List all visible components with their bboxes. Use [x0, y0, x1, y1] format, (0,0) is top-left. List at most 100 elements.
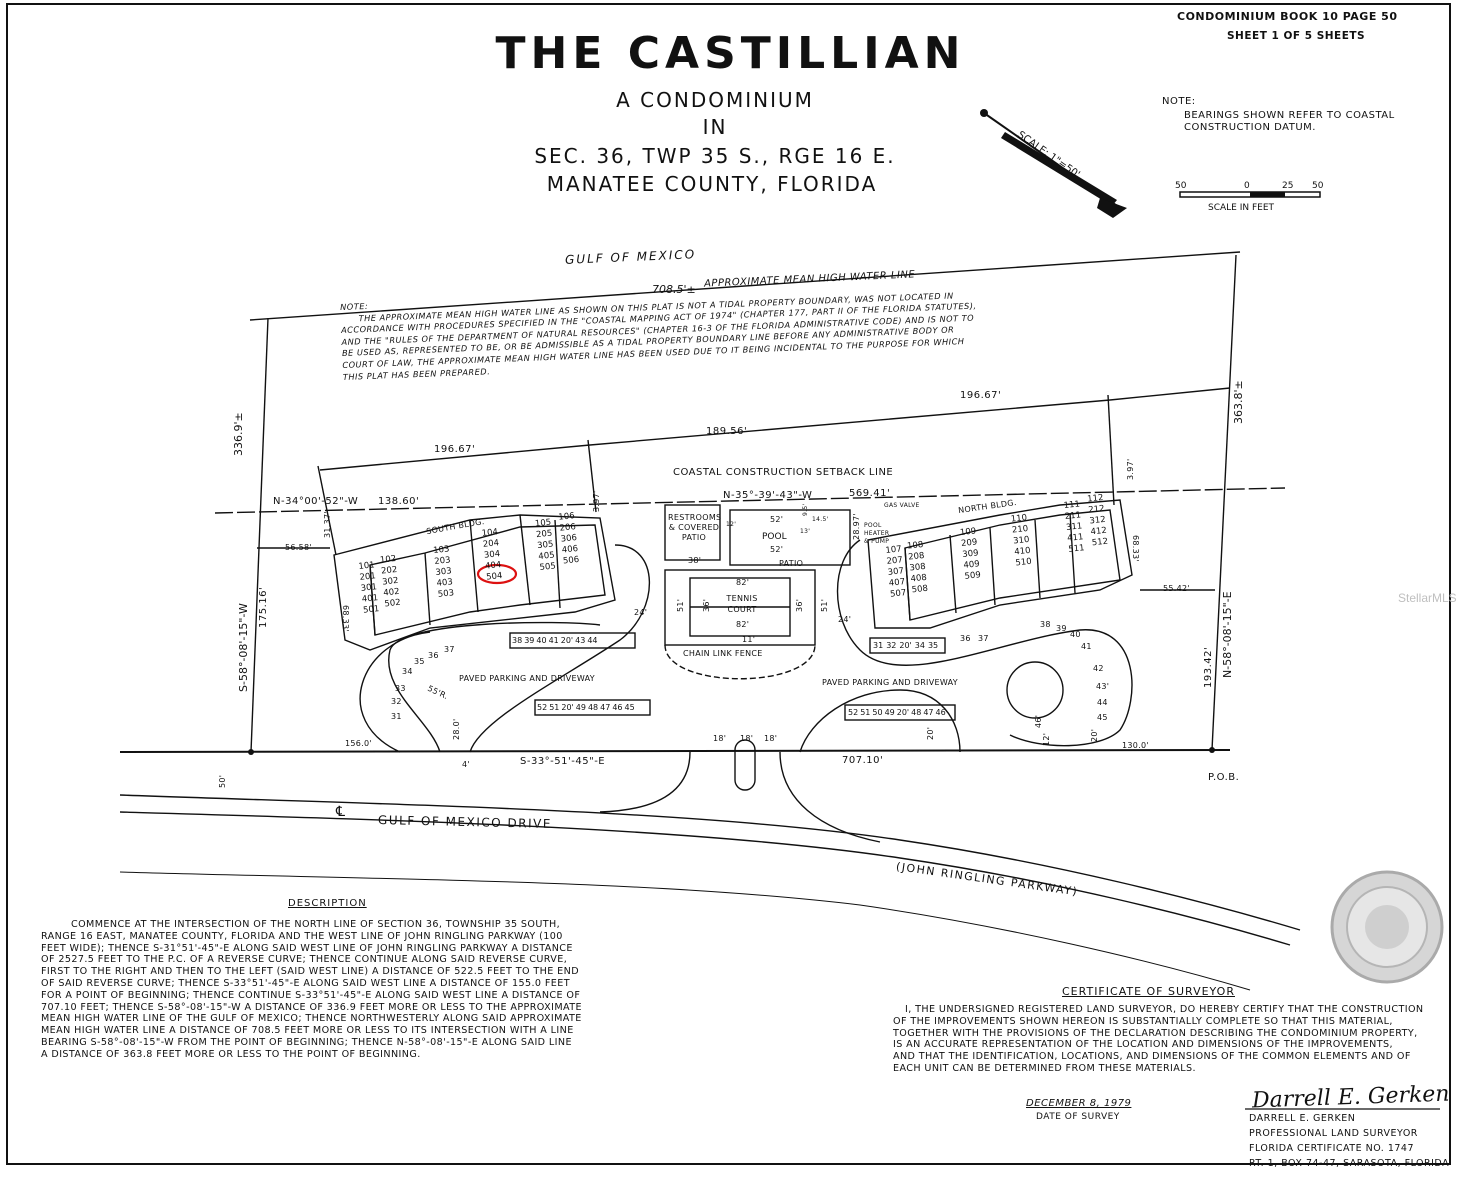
unit-number: 505 [539, 561, 557, 574]
unit-number: 501 [362, 604, 380, 616]
centerline-symbol: ℄ [336, 804, 345, 820]
stall-number: 35 [927, 641, 939, 650]
stall-number: 48 [587, 703, 599, 712]
scale-tick-0: 0 [1244, 181, 1250, 191]
subtitle-in: IN [702, 115, 728, 139]
arc-stall: 35 [414, 657, 425, 666]
arc-stall: 40 [1070, 630, 1081, 639]
highlight-unit-404 [476, 563, 518, 585]
patio-label: PATIO [779, 559, 804, 568]
stall-number: 43 [575, 636, 586, 645]
description-line: FEET WIDE); THENCE S-31°51'-45"-E ALONG … [41, 942, 573, 954]
dim-4: 4' [462, 760, 470, 769]
stall-number: 52 [848, 708, 859, 717]
south-parking-row-upper: 38 39 40 41 20' 43 44 [512, 636, 598, 645]
dim-12: 12' [1042, 732, 1051, 746]
dim-51-right: 51' [820, 598, 829, 612]
description-line: OF SAID REVERSE CURVE; THENCE S-33°51'-4… [41, 977, 570, 989]
stall-number: 46 [935, 708, 946, 717]
arc-stall: 45 [1097, 713, 1108, 722]
description-line: FIRST TO THE RIGHT AND THEN TO THE LEFT … [41, 966, 579, 978]
subtitle-condominium: A CONDOMINIUM [616, 88, 814, 112]
dim-707-10: 707.10' [842, 755, 884, 766]
arc-stall: 44 [1097, 698, 1108, 707]
south-parking-row-lower: 52 51 20' 49 48 47 46 45 [537, 703, 635, 712]
survey-date-label: DATE OF SURVEY [1036, 1112, 1120, 1122]
stall-number: 31 [873, 641, 884, 650]
dim-20-east: 20' [1090, 728, 1099, 742]
unit-number: 506 [562, 554, 580, 567]
arc-stall: 38 [1040, 620, 1051, 629]
unit-stack-08: 108 208 308 408 508 [907, 540, 929, 596]
point-of-beginning: P.O.B. [1208, 772, 1240, 783]
stall-number: 34 [914, 641, 925, 650]
north-line-bearing: N-34°00'-52"-W [273, 496, 359, 507]
south-line-bearing: S-33°-51'-45"-E [520, 756, 606, 767]
sheet-border [6, 3, 1451, 1165]
west-line-distance: 336.9'± [232, 412, 245, 456]
arc-stall: 36 [960, 634, 971, 643]
arc-stall: 36 [428, 651, 439, 660]
dim-28-0: 28.0' [452, 718, 461, 740]
unit-stack-02: 102 202 302 402 502 [379, 554, 401, 610]
dim-28-97: 28.97' [852, 513, 861, 540]
dim-11: 11' [742, 635, 756, 644]
certificate-text: I, THE UNDERSIGNED REGISTERED LAND SURVE… [893, 1004, 1423, 1075]
description-line: MEAN HIGH WATER LINE OF THE GULF OF MEXI… [41, 1013, 582, 1025]
arc-stall: 37 [978, 634, 989, 643]
sheet-number: SHEET 1 OF 5 SHEETS [1227, 30, 1366, 42]
scale-tick-50b: 50 [1312, 181, 1324, 191]
certificate-line: TOGETHER WITH THE PROVISIONS OF THE DECL… [893, 1027, 1418, 1039]
north-parking-row-lower: 52 51 50 49 20' 48 47 46 [848, 708, 946, 717]
book-page-label: CONDOMINIUM BOOK 10 PAGE 50 [1177, 10, 1398, 23]
tennis-court-label: TENNIS COURT [726, 594, 758, 614]
dim-24-north: 24' [838, 615, 852, 624]
dim-68-33-north: 68.33' [1131, 535, 1140, 562]
stall-number: 20' [561, 703, 574, 712]
stall-number: 32 [886, 641, 897, 650]
north-parking-row-upper: 31 32 20' 34 35 [873, 641, 938, 650]
certificate-line: EACH UNIT CAN BE DETERMINED FROM THESE M… [893, 1062, 1196, 1074]
setback-line-label: COASTAL CONSTRUCTION SETBACK LINE [673, 467, 894, 478]
dim-3-97-north: 3.97' [1126, 458, 1135, 480]
dim-18-a: 18' [713, 734, 727, 743]
dim-196-67-west: 196.67' [434, 444, 476, 455]
unit-number: 508 [911, 583, 929, 596]
surveyor-name: DARRELL E. GERKEN [1249, 1113, 1356, 1124]
pool-heater-label: POOL HEATER & PUMP [864, 522, 890, 545]
bearing-note-line2: CONSTRUCTION DATUM. [1184, 122, 1316, 133]
page-title: THE CASTILLIAN [495, 28, 966, 79]
unit-number: 509 [964, 570, 982, 582]
arc-stall: 32 [391, 697, 402, 706]
gas-valve-label: GAS VALVE [884, 502, 920, 509]
dim-46: 46' [1034, 714, 1043, 728]
stall-number: 20' [899, 641, 912, 650]
stall-number: 49 [884, 708, 895, 717]
scale-bar: 50 0 25 50 SCALE IN FEET [1175, 181, 1324, 213]
dim-18-b: 18' [740, 734, 754, 743]
arc-stall: 33 [395, 684, 406, 693]
dim-52-top: 52' [770, 515, 784, 524]
stall-number: 38 [512, 636, 523, 645]
certificate-line: AND THAT THE IDENTIFICATION, LOCATIONS, … [893, 1051, 1411, 1063]
dim-18-c: 18' [764, 734, 778, 743]
dim-82-bottom: 82' [736, 620, 750, 629]
certificate-line: IS AN ACCURATE REPRESENTATION OF THE LOC… [893, 1039, 1393, 1051]
arc-stall: 34 [402, 667, 413, 676]
dim-196-67-east: 196.67' [960, 390, 1002, 401]
subtitle-county: MANATEE COUNTY, FLORIDA [546, 172, 878, 196]
east-line-bearing: N-58°-08'-15"-E [1221, 591, 1234, 678]
arc-stall: 41 [1081, 642, 1092, 651]
pool-label: POOL [762, 532, 787, 542]
mhw-distance: 708.5'± [652, 283, 696, 296]
dim-3-97-south: 3.97' [592, 490, 601, 512]
dim-31-37: 31.37' [323, 511, 332, 538]
stall-number: 45 [624, 703, 635, 712]
north-arrow-icon: SCALE: 1"=50' [980, 109, 1127, 218]
stall-number: 20' [896, 708, 910, 717]
dim-50-row: 50' [218, 774, 227, 788]
stall-number: 40 [536, 636, 547, 645]
surveyor-certificate: FLORIDA CERTIFICATE NO. 1747 [1249, 1143, 1415, 1154]
description-line: FOR A POINT OF BEGINNING; THENCE CONTINU… [41, 989, 581, 1001]
dim-38: 38' [688, 556, 702, 565]
